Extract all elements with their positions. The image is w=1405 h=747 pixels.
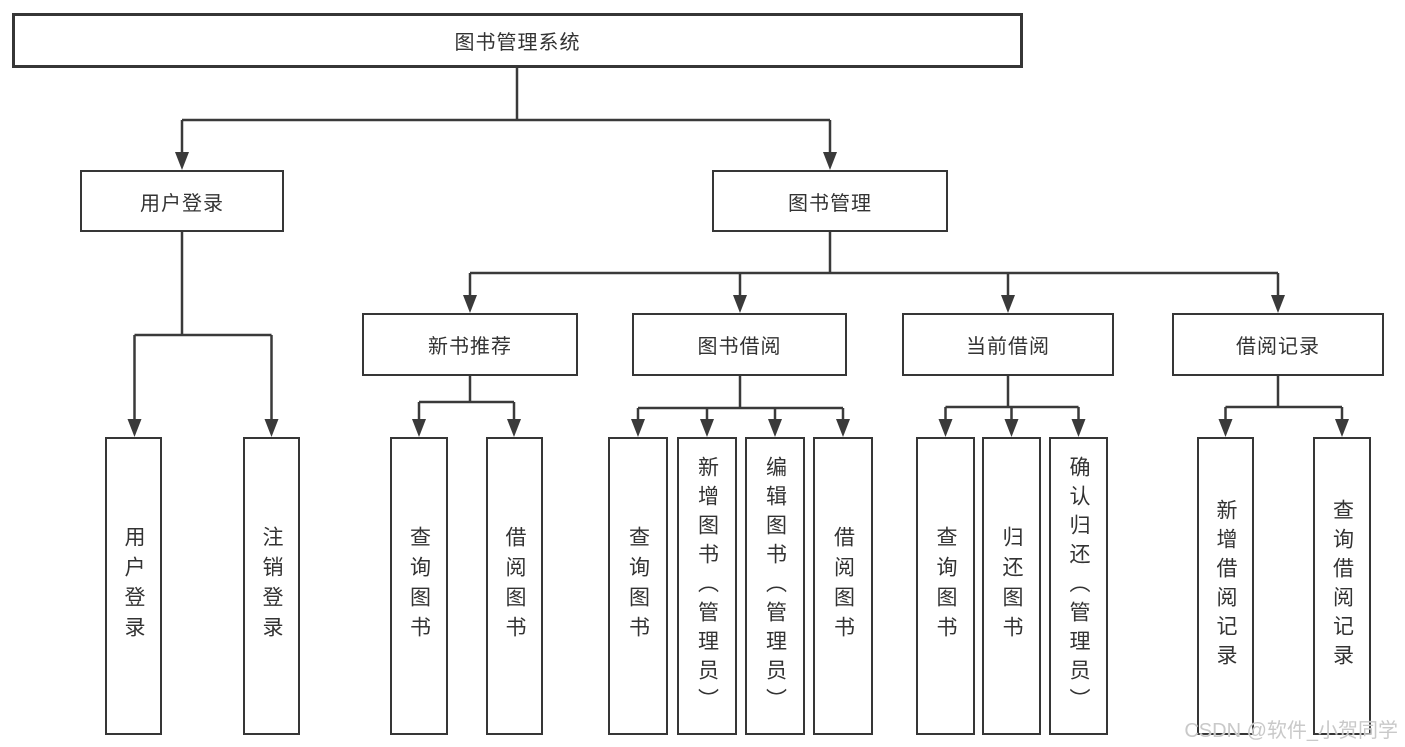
node-new-book-recommend: 新书推荐 xyxy=(362,313,578,376)
leaf-current-query-books: 查询图书 xyxy=(916,437,975,735)
leaf-newbook-query-books: 查询图书 xyxy=(390,437,448,735)
node-borrowing-records: 借阅记录 xyxy=(1172,313,1384,376)
node-current-borrowing: 当前借阅 xyxy=(902,313,1114,376)
leaf-edit-books-admin: 编辑图书（管理员） xyxy=(745,437,805,735)
csdn-watermark: CSDN @软件_小贺同学 xyxy=(1184,720,1398,742)
arrow-down-icons xyxy=(127,152,1349,437)
connector-edges xyxy=(133,68,1344,423)
leaf-return-books: 归还图书 xyxy=(982,437,1041,735)
node-book-borrowing: 图书借阅 xyxy=(632,313,847,376)
leaf-borrowing-query-books: 查询图书 xyxy=(608,437,668,735)
leaf-add-books-admin: 新增图书（管理员） xyxy=(677,437,737,735)
node-library-management-system: 图书管理系统 xyxy=(12,13,1023,68)
leaf-add-borrow-record: 新增借阅记录 xyxy=(1197,437,1254,735)
node-user-login: 用户登录 xyxy=(80,170,284,232)
leaf-query-borrow-record: 查询借阅记录 xyxy=(1313,437,1371,735)
leaf-confirm-return-admin: 确认归还（管理员） xyxy=(1049,437,1108,735)
node-book-management: 图书管理 xyxy=(712,170,948,232)
leaf-newbook-borrow-books: 借阅图书 xyxy=(486,437,543,735)
leaf-user-login: 用户登录 xyxy=(105,437,162,735)
leaf-logout: 注销登录 xyxy=(243,437,300,735)
leaf-borrowing-borrow-books: 借阅图书 xyxy=(813,437,873,735)
